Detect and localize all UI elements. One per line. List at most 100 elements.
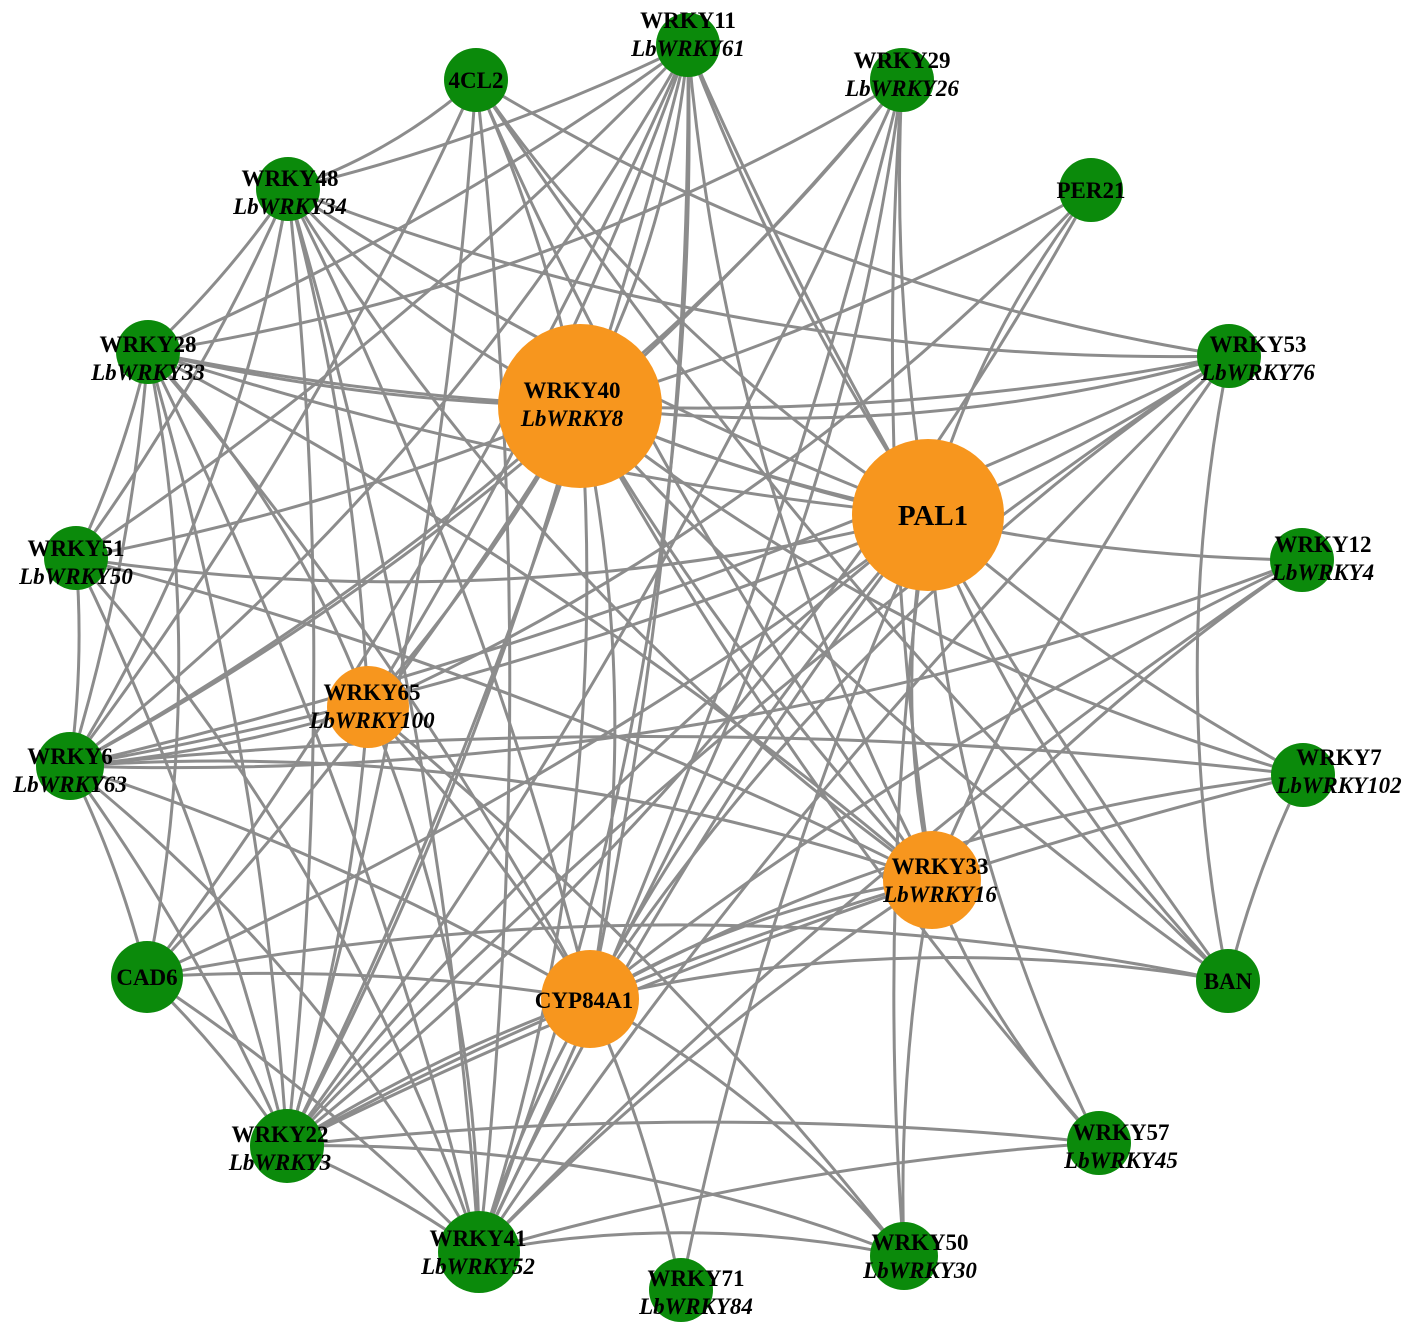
node-label-wrky11: WRKY11 — [640, 8, 736, 33]
node-label-cyp84a1: CYP84A1 — [535, 988, 633, 1013]
node-label-wrky71: WRKY71 — [647, 1266, 744, 1291]
network-edges — [68, 43, 1305, 1291]
node-alias-wrky22: LbWRKY3 — [228, 1150, 331, 1175]
node-label-wrky41: WRKY41 — [429, 1226, 526, 1251]
node-wrky53[interactable] — [1197, 324, 1261, 388]
network-nodes — [36, 13, 1335, 1322]
edge-wrky11-wrky41 — [477, 44, 691, 1253]
node-alias-wrky28: LbWRKY33 — [90, 360, 205, 385]
node-wrky29[interactable] — [870, 48, 934, 112]
node-wrky48[interactable] — [256, 157, 320, 221]
edge-wrky6-wrky12 — [69, 558, 1303, 770]
node-wrky12[interactable] — [1270, 528, 1334, 592]
edge-pal1-wrky51 — [75, 513, 929, 584]
edge-wrky48-wrky53 — [287, 187, 1230, 359]
node-label-wrky7: WRKY7 — [1296, 745, 1382, 770]
edge-cad6-ban — [146, 923, 1229, 983]
edge-wrky29-wrky22 — [285, 79, 904, 1147]
node-label-wrky65: WRKY65 — [323, 680, 420, 705]
node-wrky41[interactable] — [438, 1211, 520, 1293]
node-wrky11[interactable] — [656, 13, 720, 77]
node-wrky71[interactable] — [649, 1258, 713, 1322]
edge-wrky12-wrky41 — [477, 558, 1303, 1254]
node-wrky40[interactable] — [498, 324, 662, 488]
edge-wrky40-wrky22 — [285, 405, 582, 1147]
edge-per21-wrky22 — [286, 189, 1093, 1148]
node-alias-wrky11: LbWRKY61 — [630, 36, 745, 61]
network-labels: WRKY11LbWRKY614CL2WRKY29LbWRKY26WRKY48Lb… — [12, 8, 1401, 1319]
edge-cyp84a1-ban — [589, 955, 1229, 1001]
node-alias-wrky40: LbWRKY8 — [520, 406, 624, 431]
edge-cyp84a1-wrky48 — [286, 188, 592, 1000]
edge-wrky28-wrky6 — [68, 351, 150, 767]
node-label-wrky57: WRKY57 — [1072, 1120, 1169, 1145]
edge-wrky33-wrky6 — [69, 759, 933, 882]
node-4cl2[interactable] — [444, 48, 508, 112]
edge-wrky6-wrky41 — [69, 764, 481, 1253]
edge-wrky33-wrky41 — [477, 878, 933, 1254]
edge-wrky11-wrky48 — [287, 43, 689, 191]
edge-wrky53-ban — [1195, 355, 1231, 982]
node-label-wrky51: WRKY51 — [27, 536, 124, 561]
edge-wrky6-wrky22 — [68, 765, 289, 1147]
edge-wrky22-wrky53 — [285, 354, 1230, 1148]
node-wrky33[interactable] — [883, 831, 981, 929]
edge-cyp84a1-wrky50 — [589, 997, 906, 1257]
node-wrky7[interactable] — [1271, 743, 1335, 807]
node-label-wrky50: WRKY50 — [871, 1230, 968, 1255]
edge-pal1-ban — [926, 514, 1230, 983]
edge-wrky28-wrky41 — [146, 351, 481, 1253]
node-wrky22[interactable] — [250, 1109, 324, 1183]
node-alias-wrky50: LbWRKY30 — [862, 1258, 977, 1283]
edge-wrky33-4cl2 — [474, 79, 934, 881]
edge-cyp84a1-wrky6 — [69, 764, 591, 1001]
edge-wrky6-wrky53 — [69, 354, 1230, 768]
node-label-ban: BAN — [1204, 969, 1253, 994]
edge-cad6-wrky41 — [146, 975, 481, 1254]
node-wrky57[interactable] — [1067, 1111, 1131, 1175]
edge-4cl2-wrky53 — [475, 78, 1230, 358]
node-wrky6[interactable] — [36, 732, 104, 800]
edge-wrky40-wrky41 — [477, 405, 589, 1253]
node-wrky28[interactable] — [116, 320, 180, 384]
node-ban[interactable] — [1196, 949, 1260, 1013]
edge-wrky48-wrky41 — [286, 188, 481, 1253]
edge-wrky41-wrky50 — [478, 1231, 905, 1258]
node-label-wrky6: WRKY6 — [27, 744, 113, 769]
node-pal1[interactable] — [852, 439, 1004, 591]
node-alias-wrky12: LbWRKY4 — [1271, 560, 1374, 585]
edge-wrky28-wrky53 — [147, 350, 1230, 410]
edge-wrky29-wrky41 — [477, 79, 904, 1253]
node-alias-wrky51: LbWRKY50 — [18, 564, 133, 589]
edge-4cl2-ban — [474, 79, 1230, 983]
node-label-wrky12: WRKY12 — [1274, 532, 1371, 557]
edge-4cl2-wrky6 — [68, 79, 478, 767]
node-label-wrky28: WRKY28 — [99, 332, 196, 357]
node-per21[interactable] — [1059, 158, 1123, 222]
node-cyp84a1[interactable] — [541, 950, 639, 1048]
edge-wrky29-wrky28 — [147, 78, 903, 354]
edge-pal1-wrky6 — [69, 513, 929, 768]
node-wrky65[interactable] — [327, 666, 409, 748]
node-alias-wrky48: LbWRKY34 — [232, 194, 347, 219]
edge-wrky41-wrky53 — [477, 354, 1231, 1253]
edge-wrky22-wrky50 — [286, 1144, 905, 1258]
node-wrky50[interactable] — [870, 1222, 938, 1290]
node-cad6[interactable] — [111, 941, 183, 1013]
node-alias-wrky33: LbWRKY16 — [882, 882, 997, 907]
edge-wrky33-wrky53 — [930, 355, 1231, 881]
edge-wrky48-wrky6 — [68, 188, 290, 767]
edge-4cl2-wrky41 — [474, 79, 512, 1253]
edge-wrky22-wrky57 — [286, 1120, 1100, 1148]
node-label-wrky40: WRKY40 — [523, 378, 620, 403]
edge-wrky40-wrky33 — [578, 405, 934, 882]
node-label-pal1: PAL1 — [898, 500, 968, 532]
node-wrky51[interactable] — [44, 526, 108, 590]
edge-wrky65-per21 — [367, 188, 1093, 709]
node-alias-wrky7: LbWRKY102 — [1275, 773, 1401, 798]
node-label-wrky48: WRKY48 — [241, 166, 338, 191]
node-label-4cl2: 4CL2 — [449, 68, 504, 93]
edge-wrky48-wrky51 — [74, 188, 290, 559]
edge-wrky65-wrky28 — [146, 350, 370, 708]
